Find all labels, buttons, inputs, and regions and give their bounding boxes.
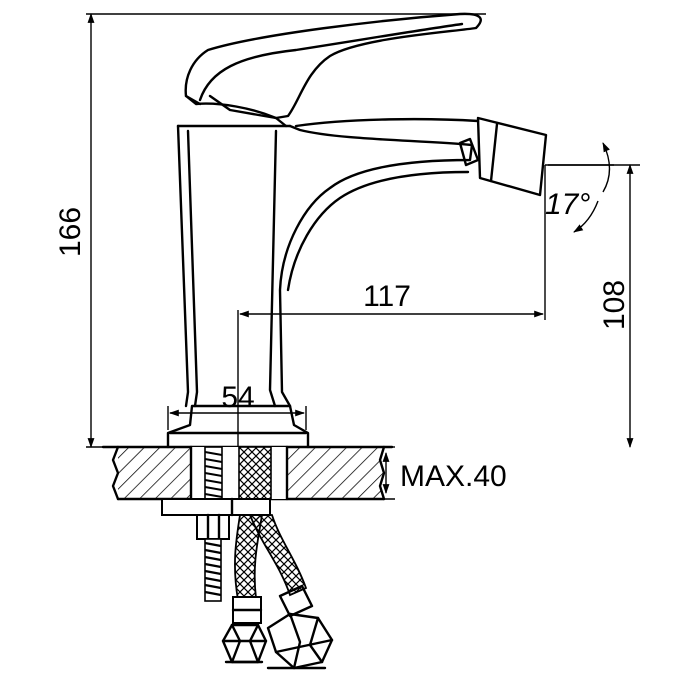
angle-17-label: 17° <box>545 188 590 221</box>
flexible-hoses <box>221 514 334 670</box>
dimension-108-label: 108 <box>598 280 631 330</box>
dimension-max40-label: MAX.40 <box>400 460 507 493</box>
dimension-166-label: 166 <box>54 207 87 257</box>
faucet-body <box>166 12 548 449</box>
dimension-spout-angle: 17° <box>545 142 614 233</box>
dimension-117-label: 117 <box>363 280 411 313</box>
dimension-spout-reach: 117 <box>237 165 546 446</box>
dimension-height-total: 166 <box>54 13 486 448</box>
dimension-54-label: 54 <box>221 381 254 414</box>
mounting-hardware <box>161 446 272 602</box>
dimension-mount-thickness: MAX.40 <box>374 446 507 500</box>
